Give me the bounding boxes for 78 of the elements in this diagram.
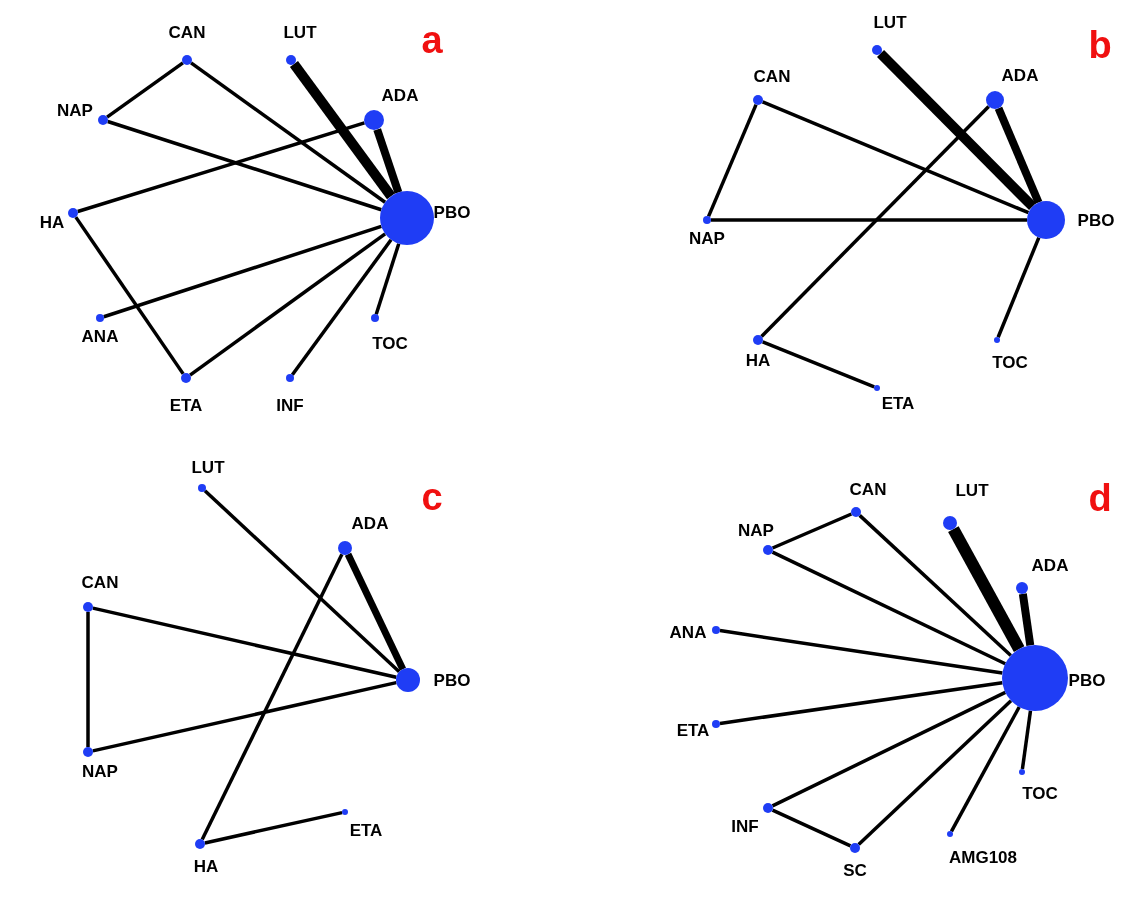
node-label: NAP — [738, 521, 774, 539]
connecting-line — [289, 61, 396, 200]
node-label: HA — [193, 857, 219, 875]
node-label: AMG108 — [949, 848, 1017, 866]
node-label: HA — [745, 351, 771, 369]
connecting-line — [858, 514, 1012, 657]
connecting-line — [877, 50, 1037, 211]
connecting-line — [761, 100, 1030, 215]
connecting-line — [711, 218, 1027, 222]
connecting-line — [994, 106, 1043, 205]
connecting-line — [771, 808, 852, 848]
connecting-line — [74, 216, 185, 375]
connecting-line — [86, 612, 90, 747]
node-label: PBO — [1077, 211, 1115, 229]
connecting-line — [107, 119, 382, 212]
node-label: CAN — [753, 67, 791, 85]
connecting-line — [719, 680, 1003, 726]
node-label: ETA — [881, 394, 915, 412]
node-label: ADA — [1031, 556, 1069, 574]
connecting-line — [760, 105, 990, 338]
connecting-line — [92, 680, 397, 753]
node-label: CAN — [81, 573, 119, 591]
node-label: ADA — [1001, 66, 1039, 84]
node-label: CAN — [168, 23, 206, 41]
panel-letter: c — [421, 478, 443, 516]
connecting-line — [200, 553, 344, 841]
node-label: ANA — [81, 327, 119, 345]
node-label: PBO — [433, 671, 471, 689]
connecting-line — [374, 243, 401, 315]
node-label: TOC — [1022, 784, 1058, 802]
connecting-line — [77, 121, 365, 214]
node-label: ADA — [381, 86, 419, 104]
connecting-line — [948, 526, 1025, 652]
node-label: TOC — [372, 334, 408, 352]
node-label: NAP — [82, 762, 118, 780]
node-label: SC — [843, 861, 867, 879]
connecting-line — [92, 606, 397, 680]
connecting-line — [106, 61, 184, 119]
node-label: HA — [39, 213, 65, 231]
node-label: PBO — [433, 203, 471, 221]
connecting-line — [204, 810, 343, 845]
connecting-line — [1020, 710, 1033, 770]
node-label: ETA — [169, 396, 203, 414]
connecting-line — [996, 236, 1041, 338]
node-label: LUT — [955, 481, 989, 499]
node-label: CAN — [849, 480, 887, 498]
connecting-line — [949, 706, 1021, 833]
node-label: LUT — [283, 23, 317, 41]
node-label: PBO — [1068, 671, 1106, 689]
node-label: NAP — [57, 101, 93, 119]
connecting-line — [103, 224, 382, 319]
node-label: LUT — [873, 13, 907, 31]
node-label: TOC — [992, 353, 1028, 371]
connecting-line — [706, 103, 758, 217]
connecting-line — [373, 128, 403, 194]
connecting-line — [203, 489, 401, 674]
connecting-line — [771, 690, 1007, 808]
connecting-line — [762, 340, 875, 389]
panel-letter: b — [1088, 26, 1112, 64]
node-label: INF — [731, 817, 759, 835]
node-label: ADA — [351, 514, 389, 532]
connecting-line — [190, 61, 387, 204]
connecting-line — [771, 512, 853, 550]
connecting-line — [857, 699, 1013, 846]
connecting-line — [344, 552, 406, 671]
node-label: ETA — [676, 721, 710, 739]
node-label: ETA — [349, 821, 383, 839]
node-label: ANA — [669, 623, 707, 641]
connecting-line — [189, 232, 387, 377]
node-label: INF — [276, 396, 304, 414]
connecting-line — [290, 238, 393, 376]
node-label: NAP — [689, 229, 725, 247]
connecting-line — [1018, 593, 1035, 646]
connecting-line — [771, 550, 1006, 666]
node-label: LUT — [191, 458, 225, 476]
panel-letter: d — [1088, 479, 1112, 517]
panel-letter: a — [421, 21, 443, 59]
connecting-line — [719, 628, 1003, 675]
